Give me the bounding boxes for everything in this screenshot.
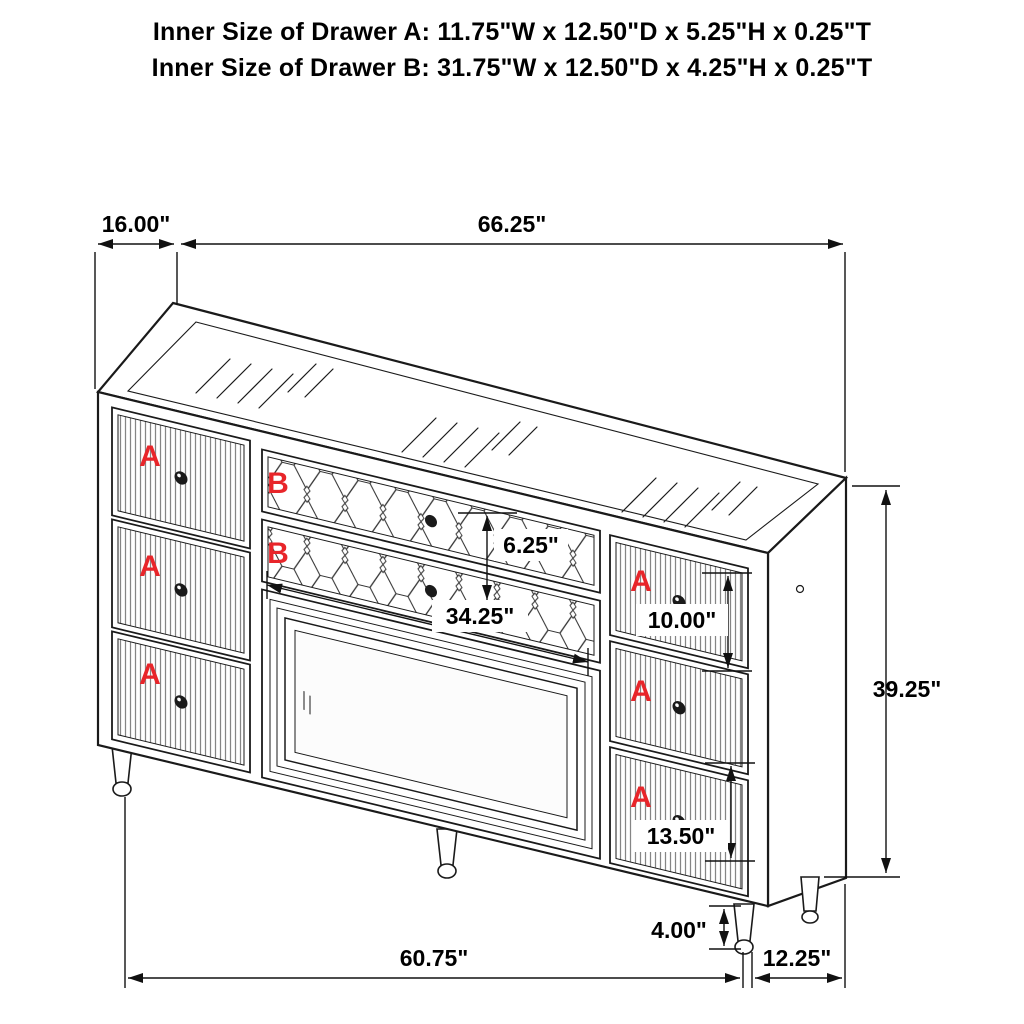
- back-right-leg: [800, 876, 820, 912]
- front-middle-leg: [436, 828, 458, 866]
- dimension-right-top-drawer-height: 10.00": [636, 572, 752, 672]
- top-hatch-marks: [195, 358, 758, 528]
- dimension-overall-height: 39.25": [824, 485, 941, 878]
- dimension-right-bottom-drawer-height: 13.50": [634, 762, 755, 862]
- dim-right-bottom-drawer-value: 13.50": [647, 823, 715, 849]
- front-middle-leg-foot: [437, 863, 457, 879]
- dimension-annotations: 16.00" 66.25" 6.25" 34.25": [94, 211, 941, 988]
- dimension-top-width: 66.25": [181, 211, 846, 472]
- label-drawer-a-right-2: A: [630, 675, 652, 708]
- drawer-a-right-2: [609, 639, 749, 776]
- legs: [111, 745, 820, 955]
- label-drawer-b-1: B: [267, 467, 289, 500]
- back-right-leg-foot: [801, 910, 819, 924]
- drawer-b-inner-size-text: Inner Size of Drawer B: 31.75"W x 12.50"…: [151, 54, 873, 83]
- label-drawer-a-left-1: A: [139, 440, 161, 473]
- dim-leg-height-value: 4.00": [651, 917, 707, 943]
- title-block: Inner Size of Drawer A: 11.75"W x 12.50"…: [0, 14, 1024, 87]
- dimension-drawer-b-width: 34.25": [266, 571, 589, 676]
- top-face: [96, 301, 849, 555]
- drawer-a-left-3: [111, 630, 251, 774]
- drawer-letter-labels: A A A B B A A A: [139, 440, 652, 814]
- dim-side-depth-value: 12.25": [763, 945, 831, 971]
- drawer-a-left-1: [111, 406, 251, 550]
- front-right-leg-foot: [734, 939, 754, 955]
- dimension-leg-height: 4.00": [643, 905, 741, 950]
- top-face-inset: [126, 321, 820, 541]
- front-left-leg-foot: [112, 781, 132, 797]
- drawer-a-inner-size-text: Inner Size of Drawer A: 11.75"W x 12.50"…: [152, 18, 872, 46]
- front-right-leg: [733, 903, 755, 942]
- knob: [425, 514, 437, 528]
- right-side-outline: [766, 475, 848, 908]
- label-drawer-a-right-3: A: [630, 781, 652, 814]
- dim-overall-height-value: 39.25": [873, 676, 941, 702]
- dim-top-width-value: 66.25": [478, 211, 546, 237]
- dimension-drawer-b-height: 6.25": [458, 512, 568, 604]
- dim-drawer-b-width-value: 34.25": [446, 603, 514, 629]
- dim-front-width-value: 60.75": [400, 945, 468, 971]
- dim-top-depth-value: 16.00": [102, 211, 170, 237]
- label-drawer-a-left-3: A: [139, 658, 161, 691]
- label-drawer-a-left-2: A: [139, 550, 161, 583]
- dimension-top-depth: 16.00": [94, 211, 178, 389]
- label-drawer-b-2: B: [267, 537, 289, 570]
- dimension-front-width: 60.75": [124, 797, 744, 988]
- dim-right-top-drawer-value: 10.00": [648, 607, 716, 633]
- dimension-side-depth: 12.25": [751, 884, 846, 988]
- dim-drawer-b-height-value: 6.25": [503, 532, 559, 558]
- label-drawer-a-right-1: A: [630, 565, 652, 598]
- right-side-face: [766, 475, 848, 908]
- drawer-a-left-2: [111, 518, 251, 662]
- side-peg-detail: [795, 584, 805, 594]
